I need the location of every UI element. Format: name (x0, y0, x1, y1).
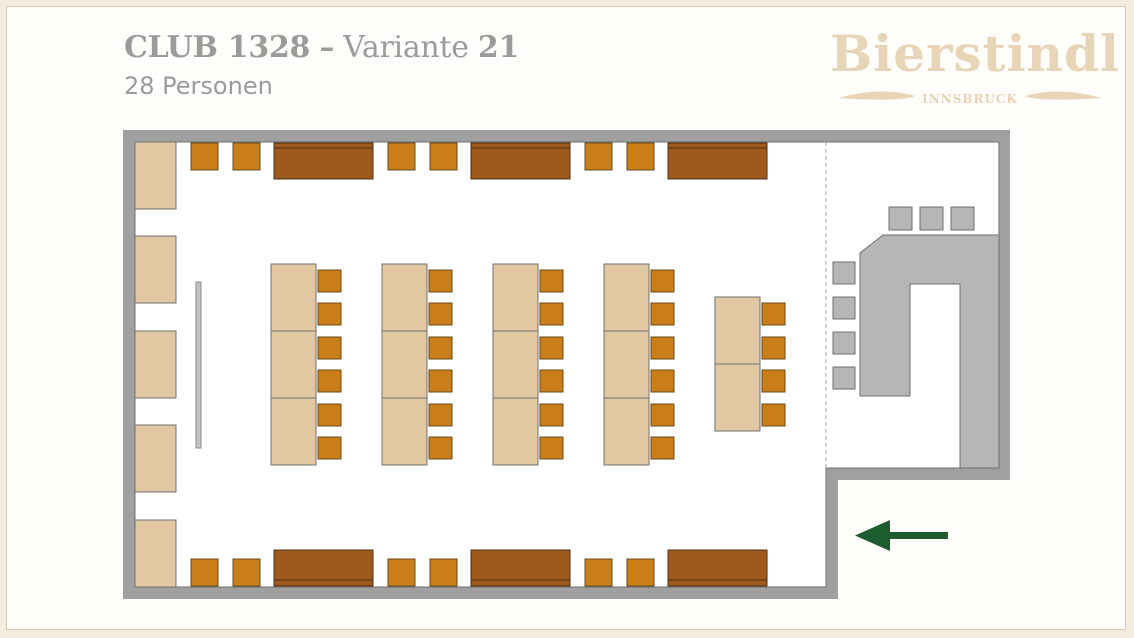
table (714, 363, 761, 432)
bar-stool (832, 366, 856, 390)
chair (190, 142, 219, 171)
chair (539, 403, 564, 427)
chair (317, 302, 342, 326)
top-sideboards (273, 142, 768, 180)
table (381, 330, 428, 399)
table-block (714, 296, 786, 432)
chair (650, 269, 675, 293)
chair (190, 558, 219, 587)
bar-stool (832, 261, 856, 285)
bar-stool (832, 331, 856, 355)
chair (584, 142, 613, 171)
wall-table (134, 141, 177, 210)
bar-stool (950, 206, 975, 231)
table (603, 397, 650, 466)
chair (387, 142, 416, 171)
chair (761, 336, 786, 360)
sideboard (667, 549, 768, 587)
chair (428, 336, 453, 360)
chair (428, 369, 453, 393)
chair (428, 269, 453, 293)
wall-table (134, 235, 177, 304)
chair (539, 269, 564, 293)
table (603, 263, 650, 332)
chair (626, 558, 655, 587)
sideboard (273, 142, 374, 180)
chair (539, 436, 564, 460)
logo-wordmark: Bierstindl (830, 24, 1120, 83)
bar-stool (832, 296, 856, 320)
chair (428, 403, 453, 427)
table-block (492, 263, 564, 466)
sideboard (667, 142, 768, 180)
wall-table (134, 424, 177, 493)
table (714, 296, 761, 365)
chair (626, 142, 655, 171)
chair (232, 558, 261, 587)
chair (761, 403, 786, 427)
chair (761, 369, 786, 393)
chair (429, 558, 458, 587)
chair (650, 403, 675, 427)
bottom-sideboards (273, 549, 768, 587)
chair (650, 336, 675, 360)
chair (317, 436, 342, 460)
chair (317, 336, 342, 360)
title-variant-word: Variante (343, 30, 469, 65)
sideboard (470, 549, 571, 587)
table (270, 330, 317, 399)
chair (317, 369, 342, 393)
title-separator: – (319, 30, 335, 65)
chair (539, 302, 564, 326)
chair (232, 142, 261, 171)
chair (539, 336, 564, 360)
table (492, 397, 539, 466)
bottom-row-chairs (190, 558, 655, 587)
table-block (381, 263, 453, 466)
table (381, 263, 428, 332)
chair (317, 403, 342, 427)
left-wall-tables (134, 141, 177, 588)
table (492, 330, 539, 399)
wall-table (134, 519, 177, 588)
table-block (603, 263, 675, 466)
chair (650, 436, 675, 460)
table (270, 397, 317, 466)
table (270, 263, 317, 332)
logo-flourish (838, 91, 1102, 100)
chair (317, 269, 342, 293)
chair (584, 558, 613, 587)
chair (650, 302, 675, 326)
screen (195, 281, 202, 449)
arrow-left-icon (855, 520, 948, 551)
chair (539, 369, 564, 393)
wall-table (134, 330, 177, 399)
bar-counter (859, 234, 1000, 469)
page-subtitle: 28 Personen (124, 72, 273, 100)
chair (761, 302, 786, 326)
chair (650, 369, 675, 393)
table-block (270, 263, 342, 466)
title-variant-number: 21 (477, 30, 520, 65)
sideboard (273, 549, 374, 587)
bar-stool (888, 206, 913, 231)
chair (387, 558, 416, 587)
chair (428, 302, 453, 326)
table (603, 330, 650, 399)
table (381, 397, 428, 466)
sideboard (470, 142, 571, 180)
brand-logo: Bierstindl INNSBRUCK (830, 22, 1120, 114)
chair (429, 142, 458, 171)
page-title: CLUB 1328 – Variante 21 (124, 30, 519, 65)
logo-subtitle: INNSBRUCK (922, 92, 1018, 106)
chair (428, 436, 453, 460)
top-row-chairs (190, 142, 655, 171)
bar-stools (832, 206, 975, 390)
title-venue: CLUB 1328 (124, 30, 311, 65)
bar-stool (919, 206, 944, 231)
table (492, 263, 539, 332)
